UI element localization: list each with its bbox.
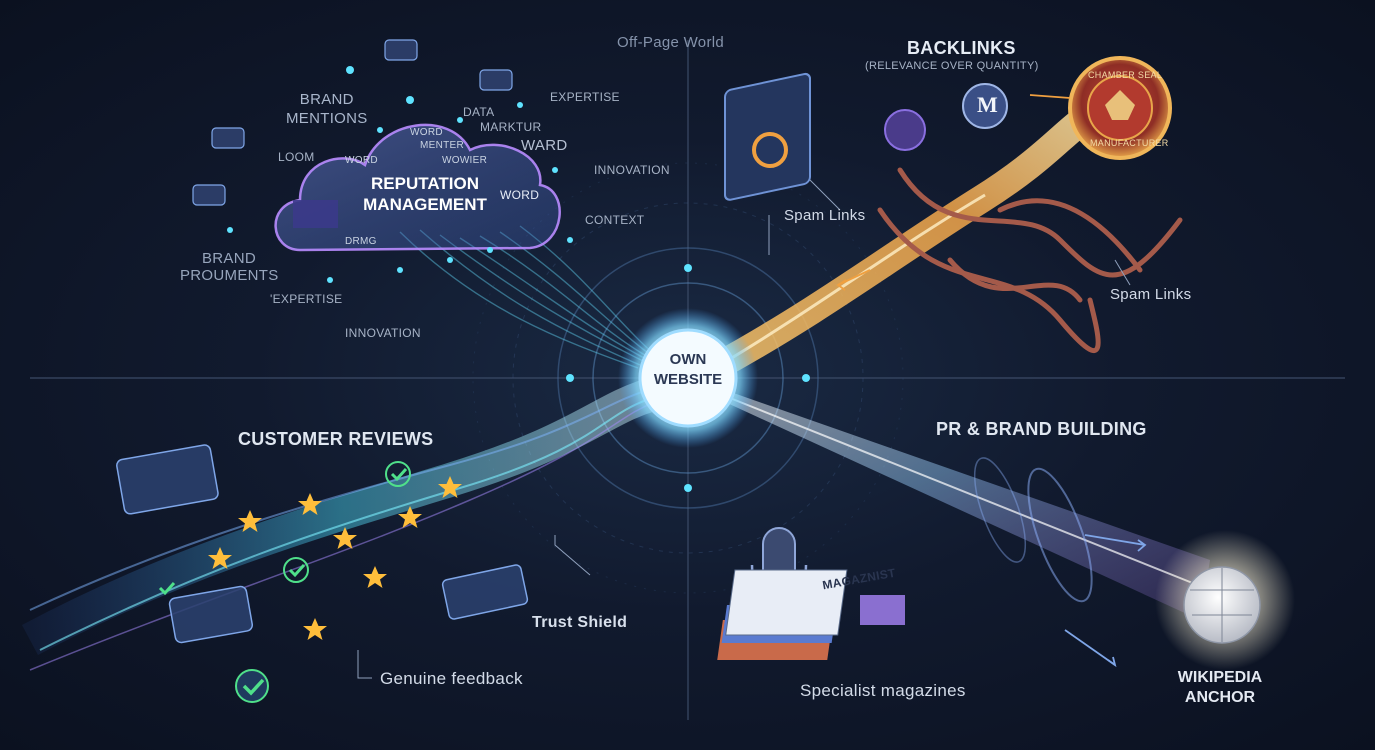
page-title: Off-Page World <box>617 34 725 51</box>
wikipedia-line1: WIKIPEDIA <box>1177 669 1263 686</box>
spam-links-label: Spam Links <box>784 207 866 224</box>
trust-shield-label: Trust Shield <box>532 614 628 631</box>
context-label: CONTEXT <box>585 213 645 227</box>
seal-top-text: CHAMBER SEAL <box>1088 70 1163 80</box>
marktur-label: MARKTUR <box>480 120 542 134</box>
own-website-node <box>638 328 738 428</box>
spam-links-label-2: Spam Links <box>1110 286 1192 303</box>
browser-window-icon <box>724 72 811 201</box>
m-badge-icon <box>962 83 1008 129</box>
leader-lines <box>357 179 1131 679</box>
arrow-icons <box>836 94 1147 668</box>
chat-bubbles <box>192 39 513 206</box>
brand-proum-line2: PROUMENTS <box>180 267 279 284</box>
m-badge-letter: M <box>977 92 999 117</box>
chamber-seal-icon <box>1068 56 1172 160</box>
reputation-line1: REPUTATION <box>371 174 479 193</box>
ward-label: WARD <box>521 137 568 154</box>
cloud-word: WORD <box>345 155 378 166</box>
reputation-management-label: REPUTATION MANAGEMENT <box>345 173 505 215</box>
own-website-label: OWN WEBSITE <box>640 350 736 390</box>
expertise-left-label: 'EXPERTISE <box>270 292 343 306</box>
customer-reviews-title: CUSTOMER REVIEWS <box>238 429 434 449</box>
loom-label: LOOM <box>278 150 315 164</box>
cloud-word: WORD <box>410 127 443 138</box>
review-cards <box>116 444 529 644</box>
brand-proum-line1: BRAND <box>202 250 257 267</box>
pr-brand-building-title: PR & BRAND BUILDING <box>936 419 1147 439</box>
review-stars <box>208 476 462 640</box>
specialist-magazines-label: Specialist magazines <box>800 681 966 700</box>
brand-proum-label: BRAND PROUMENTS <box>180 250 279 284</box>
innovation-label: INNOVATION <box>594 163 670 177</box>
brand-mentions-line1: BRAND <box>299 91 354 108</box>
innovation-bottom-label: INNOVATION <box>345 326 421 340</box>
check-icons <box>158 461 411 703</box>
cloud-word: MENTER <box>420 140 465 151</box>
center-rings <box>472 162 904 594</box>
cloud-word: WOWIER <box>442 155 488 166</box>
reputation-cloud <box>274 123 561 252</box>
network-dots <box>227 66 573 283</box>
backlinks-subtitle: (RELEVANCE OVER QUANTITY) <box>865 60 1039 72</box>
reputation-line2: MANAGEMENT <box>363 195 487 214</box>
expertise-label: EXPERTISE <box>550 90 620 104</box>
wikipedia-line2: ANCHOR <box>1184 689 1256 706</box>
magazine-stack-icon <box>717 569 905 660</box>
wikipedia-anchor-label: WIKIPEDIA ANCHOR <box>1160 668 1280 708</box>
data-label: DATA <box>463 105 495 119</box>
brand-mentions-label: BRAND MENTIONS <box>286 90 368 128</box>
link-badge-icon <box>884 109 926 151</box>
backlinks-title: BACKLINKS <box>907 38 1016 58</box>
spam-chains <box>877 167 1183 354</box>
pr-stream <box>724 390 1211 620</box>
own-website-line1: OWN <box>669 351 707 368</box>
wikipedia-globe-icon <box>1155 530 1295 670</box>
genuine-feedback-label: Genuine feedback <box>380 669 523 688</box>
cloud-word: DRMG <box>345 236 377 247</box>
brand-mentions-line2: MENTIONS <box>286 110 368 127</box>
seal-bottom-text: MANUFACTURER <box>1090 138 1169 148</box>
own-website-line2: WEBSITE <box>653 371 723 388</box>
cloud-word: WORD <box>500 188 540 202</box>
